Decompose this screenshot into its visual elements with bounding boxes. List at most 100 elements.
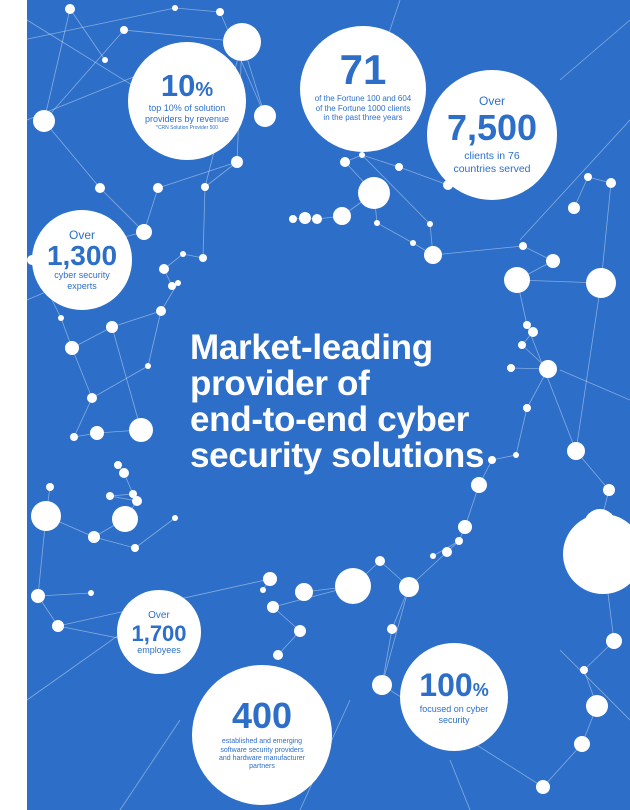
network-dot — [513, 452, 519, 458]
network-dot — [333, 207, 351, 225]
network-dot — [267, 601, 279, 613]
network-dot — [374, 220, 380, 226]
network-line — [491, 454, 517, 461]
network-dot — [199, 254, 207, 262]
network-line — [147, 310, 162, 367]
network-dot — [372, 675, 392, 695]
stat-focus-value: 100% — [419, 666, 489, 703]
network-line — [93, 536, 136, 549]
network-line — [174, 7, 221, 13]
stat-partners-value: 400 — [231, 695, 293, 737]
network-dot — [387, 624, 397, 634]
network-line — [432, 245, 524, 256]
network-line — [559, 19, 630, 81]
network-dot — [31, 589, 45, 603]
network-line — [381, 586, 410, 686]
network-dot — [159, 264, 169, 274]
network-dot — [471, 477, 487, 493]
network-line — [73, 397, 93, 438]
network-dot — [375, 556, 385, 566]
network-line — [600, 182, 612, 284]
network-dot — [442, 547, 452, 557]
network-dot — [523, 321, 531, 329]
stat-focus-description: focused on cyber security — [419, 703, 489, 725]
network-dot — [88, 590, 94, 596]
network-line — [526, 324, 577, 452]
network-dot — [129, 418, 153, 442]
network-dot — [539, 360, 557, 378]
network-dot — [359, 152, 365, 158]
stat-revenue-description: top 10% of solution providers by revenue — [144, 102, 230, 124]
stat-experts-circle: Over 1,300 cyber security experts — [32, 210, 132, 310]
network-line — [398, 166, 449, 186]
network-dot — [132, 496, 142, 506]
network-dot — [507, 364, 515, 372]
network-dot — [584, 173, 592, 181]
stat-employees-circle: Over 1,700 employees — [117, 590, 201, 674]
network-dot — [106, 321, 118, 333]
network-line — [202, 186, 206, 259]
network-dot — [586, 695, 608, 717]
network-dot — [201, 183, 209, 191]
network-dot — [430, 553, 436, 559]
network-line — [71, 326, 113, 349]
network-dot — [340, 157, 350, 167]
network-line — [119, 719, 181, 810]
network-dot — [563, 514, 630, 594]
network-dot — [254, 105, 276, 127]
stat-partners-circle: 400 established and emerging software se… — [192, 665, 332, 805]
network-dot — [586, 268, 616, 298]
stat-clients-description: clients in 76 countries served — [453, 150, 531, 175]
headline-line-2: provider of — [190, 364, 370, 403]
network-dot — [399, 577, 419, 597]
network-dot — [52, 620, 64, 632]
network-line — [157, 161, 238, 189]
network-dot — [223, 23, 261, 61]
network-dot — [424, 246, 442, 264]
network-dot — [172, 5, 178, 11]
network-dot — [260, 587, 266, 593]
network-dot — [33, 110, 55, 132]
network-dot — [523, 404, 531, 412]
network-dot — [231, 156, 243, 168]
network-dot — [519, 242, 527, 250]
network-dot — [119, 468, 129, 478]
stat-experts-value: 1,300 — [46, 240, 118, 272]
network-dot — [528, 327, 538, 337]
network-dot — [427, 221, 433, 227]
headline-line-1: Market-leading — [190, 328, 433, 367]
stat-fortune-description: of the Fortune 100 and 604 of the Fortun… — [314, 94, 412, 123]
headline: Market-leading provider of end-to-end cy… — [190, 330, 510, 474]
network-line — [111, 310, 162, 328]
network-line — [559, 369, 630, 401]
stat-revenue-footnote: *CRN Solution Provider 500 — [156, 125, 218, 132]
network-dot — [90, 426, 104, 440]
network-dot — [312, 214, 322, 224]
network-line — [99, 187, 145, 233]
network-dot — [70, 433, 78, 441]
network-dot — [131, 544, 139, 552]
network-line — [515, 407, 528, 456]
network-dot — [46, 483, 54, 491]
stat-experts-description: cyber security experts — [54, 270, 110, 291]
network-dot — [175, 280, 181, 286]
network-dot — [504, 267, 530, 293]
network-line — [43, 8, 71, 122]
network-dot — [65, 4, 75, 14]
network-dot — [458, 520, 472, 534]
network-dot — [120, 26, 128, 34]
network-line — [134, 517, 176, 549]
network-dot — [568, 202, 580, 214]
network-dot — [216, 8, 224, 16]
network-dot — [410, 240, 416, 246]
network-dot — [263, 572, 277, 586]
stat-clients-prefix: Over — [478, 94, 505, 109]
network-dot — [518, 341, 526, 349]
network-dot — [145, 363, 151, 369]
network-dot — [546, 254, 560, 268]
network-line — [123, 29, 243, 43]
network-dot — [129, 490, 137, 498]
stat-clients-circle: Over 7,500 clients in 76 countries serve… — [427, 70, 557, 200]
network-dot — [289, 215, 297, 223]
